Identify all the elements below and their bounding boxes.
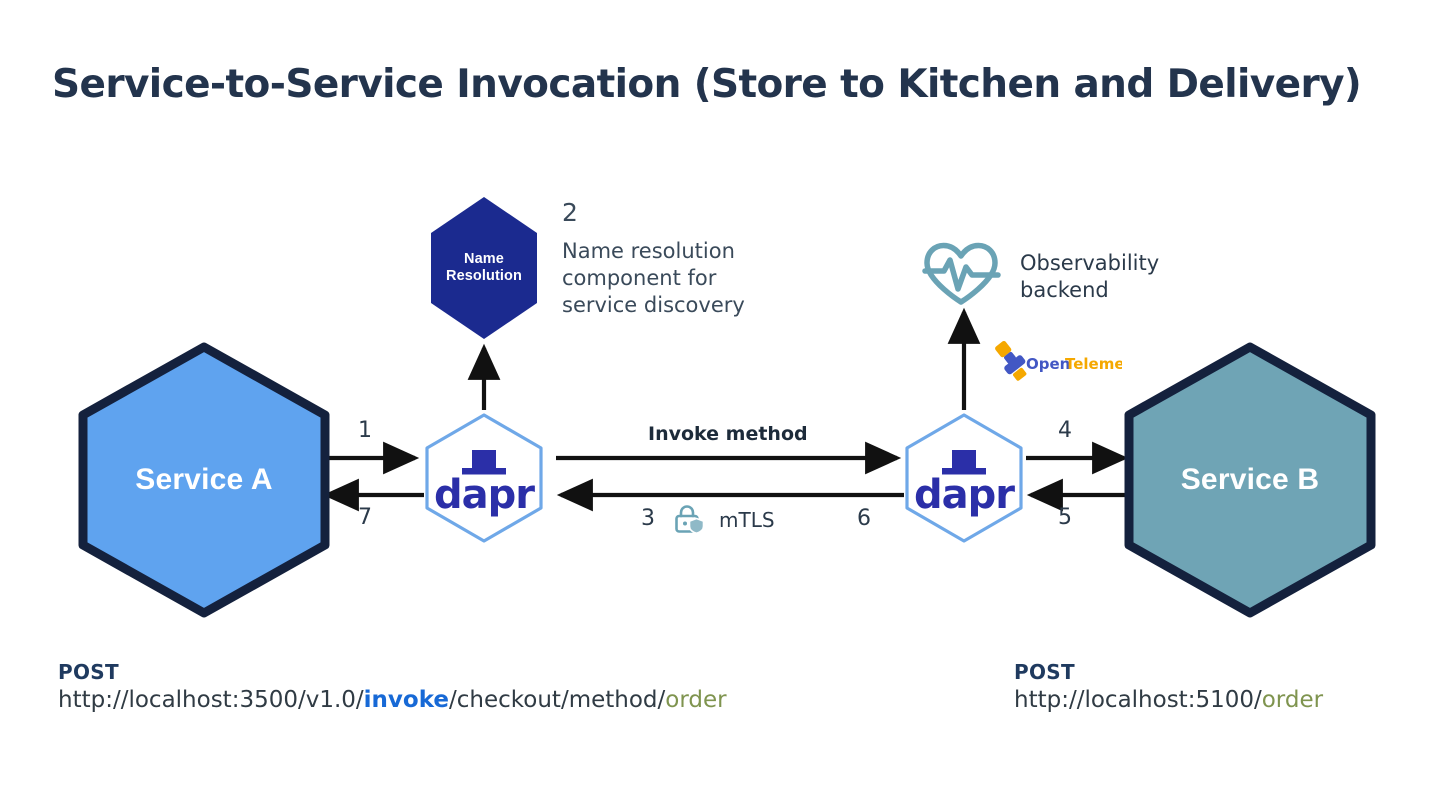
node-dapr-sidecar-left[interactable]: dapr — [424, 412, 544, 544]
opentelemetry-logo-icon: Open Telemetry — [995, 340, 1122, 381]
dapr-logo-icon: dapr — [434, 450, 536, 518]
node-dapr-sidecar-right[interactable]: dapr — [904, 412, 1024, 544]
node-name-resolution[interactable]: Name Resolution — [430, 196, 538, 340]
step-number-1: 1 — [358, 418, 372, 443]
node-service-a[interactable]: Service A — [78, 342, 330, 618]
page-title: Service-to-Service Invocation (Store to … — [52, 62, 1362, 107]
endpoint-left-url-middle: /checkout/method/ — [449, 687, 666, 713]
step-number-4: 4 — [1058, 418, 1072, 443]
endpoint-left-url-invoke: invoke — [363, 687, 450, 713]
dapr-logo-icon: dapr — [914, 450, 1016, 518]
invoke-method-label: Invoke method — [648, 423, 808, 445]
endpoint-left-verb: POST — [58, 660, 119, 684]
name-resolution-description: Name resolution component for service di… — [562, 239, 745, 317]
name-resolution-step-number: 2 — [562, 198, 578, 227]
endpoint-right: POST http://localhost:5100/order — [1014, 660, 1323, 713]
otel-text-open: Open — [1026, 355, 1070, 373]
endpoint-left: POST http://localhost:3500/v1.0/invoke/c… — [58, 660, 727, 713]
step-number-7: 7 — [358, 505, 372, 530]
step-number-3: 3 — [641, 506, 655, 531]
otel-text-telemetry: Telemetry — [1065, 355, 1122, 373]
endpoint-left-url-prefix: http://localhost:3500/v1.0/ — [58, 687, 364, 713]
endpoint-right-url: http://localhost:5100/order — [1014, 687, 1323, 713]
endpoint-right-url-prefix: http://localhost:5100/ — [1014, 687, 1262, 713]
endpoint-right-verb: POST — [1014, 660, 1075, 684]
lock-shield-icon — [675, 505, 705, 535]
endpoint-left-url: http://localhost:3500/v1.0/invoke/checko… — [58, 687, 727, 713]
svg-text:dapr: dapr — [434, 472, 535, 518]
node-service-b[interactable]: Service B — [1124, 342, 1376, 618]
step-number-6: 6 — [857, 506, 871, 531]
endpoint-left-url-order: order — [665, 687, 727, 713]
endpoint-right-url-order: order — [1261, 687, 1324, 713]
mtls-label: mTLS — [719, 508, 775, 532]
svg-text:dapr: dapr — [914, 472, 1015, 518]
observability-backend-label: Observability backend — [1020, 251, 1160, 303]
step-number-5: 5 — [1058, 505, 1072, 530]
heart-pulse-icon — [922, 242, 1001, 305]
